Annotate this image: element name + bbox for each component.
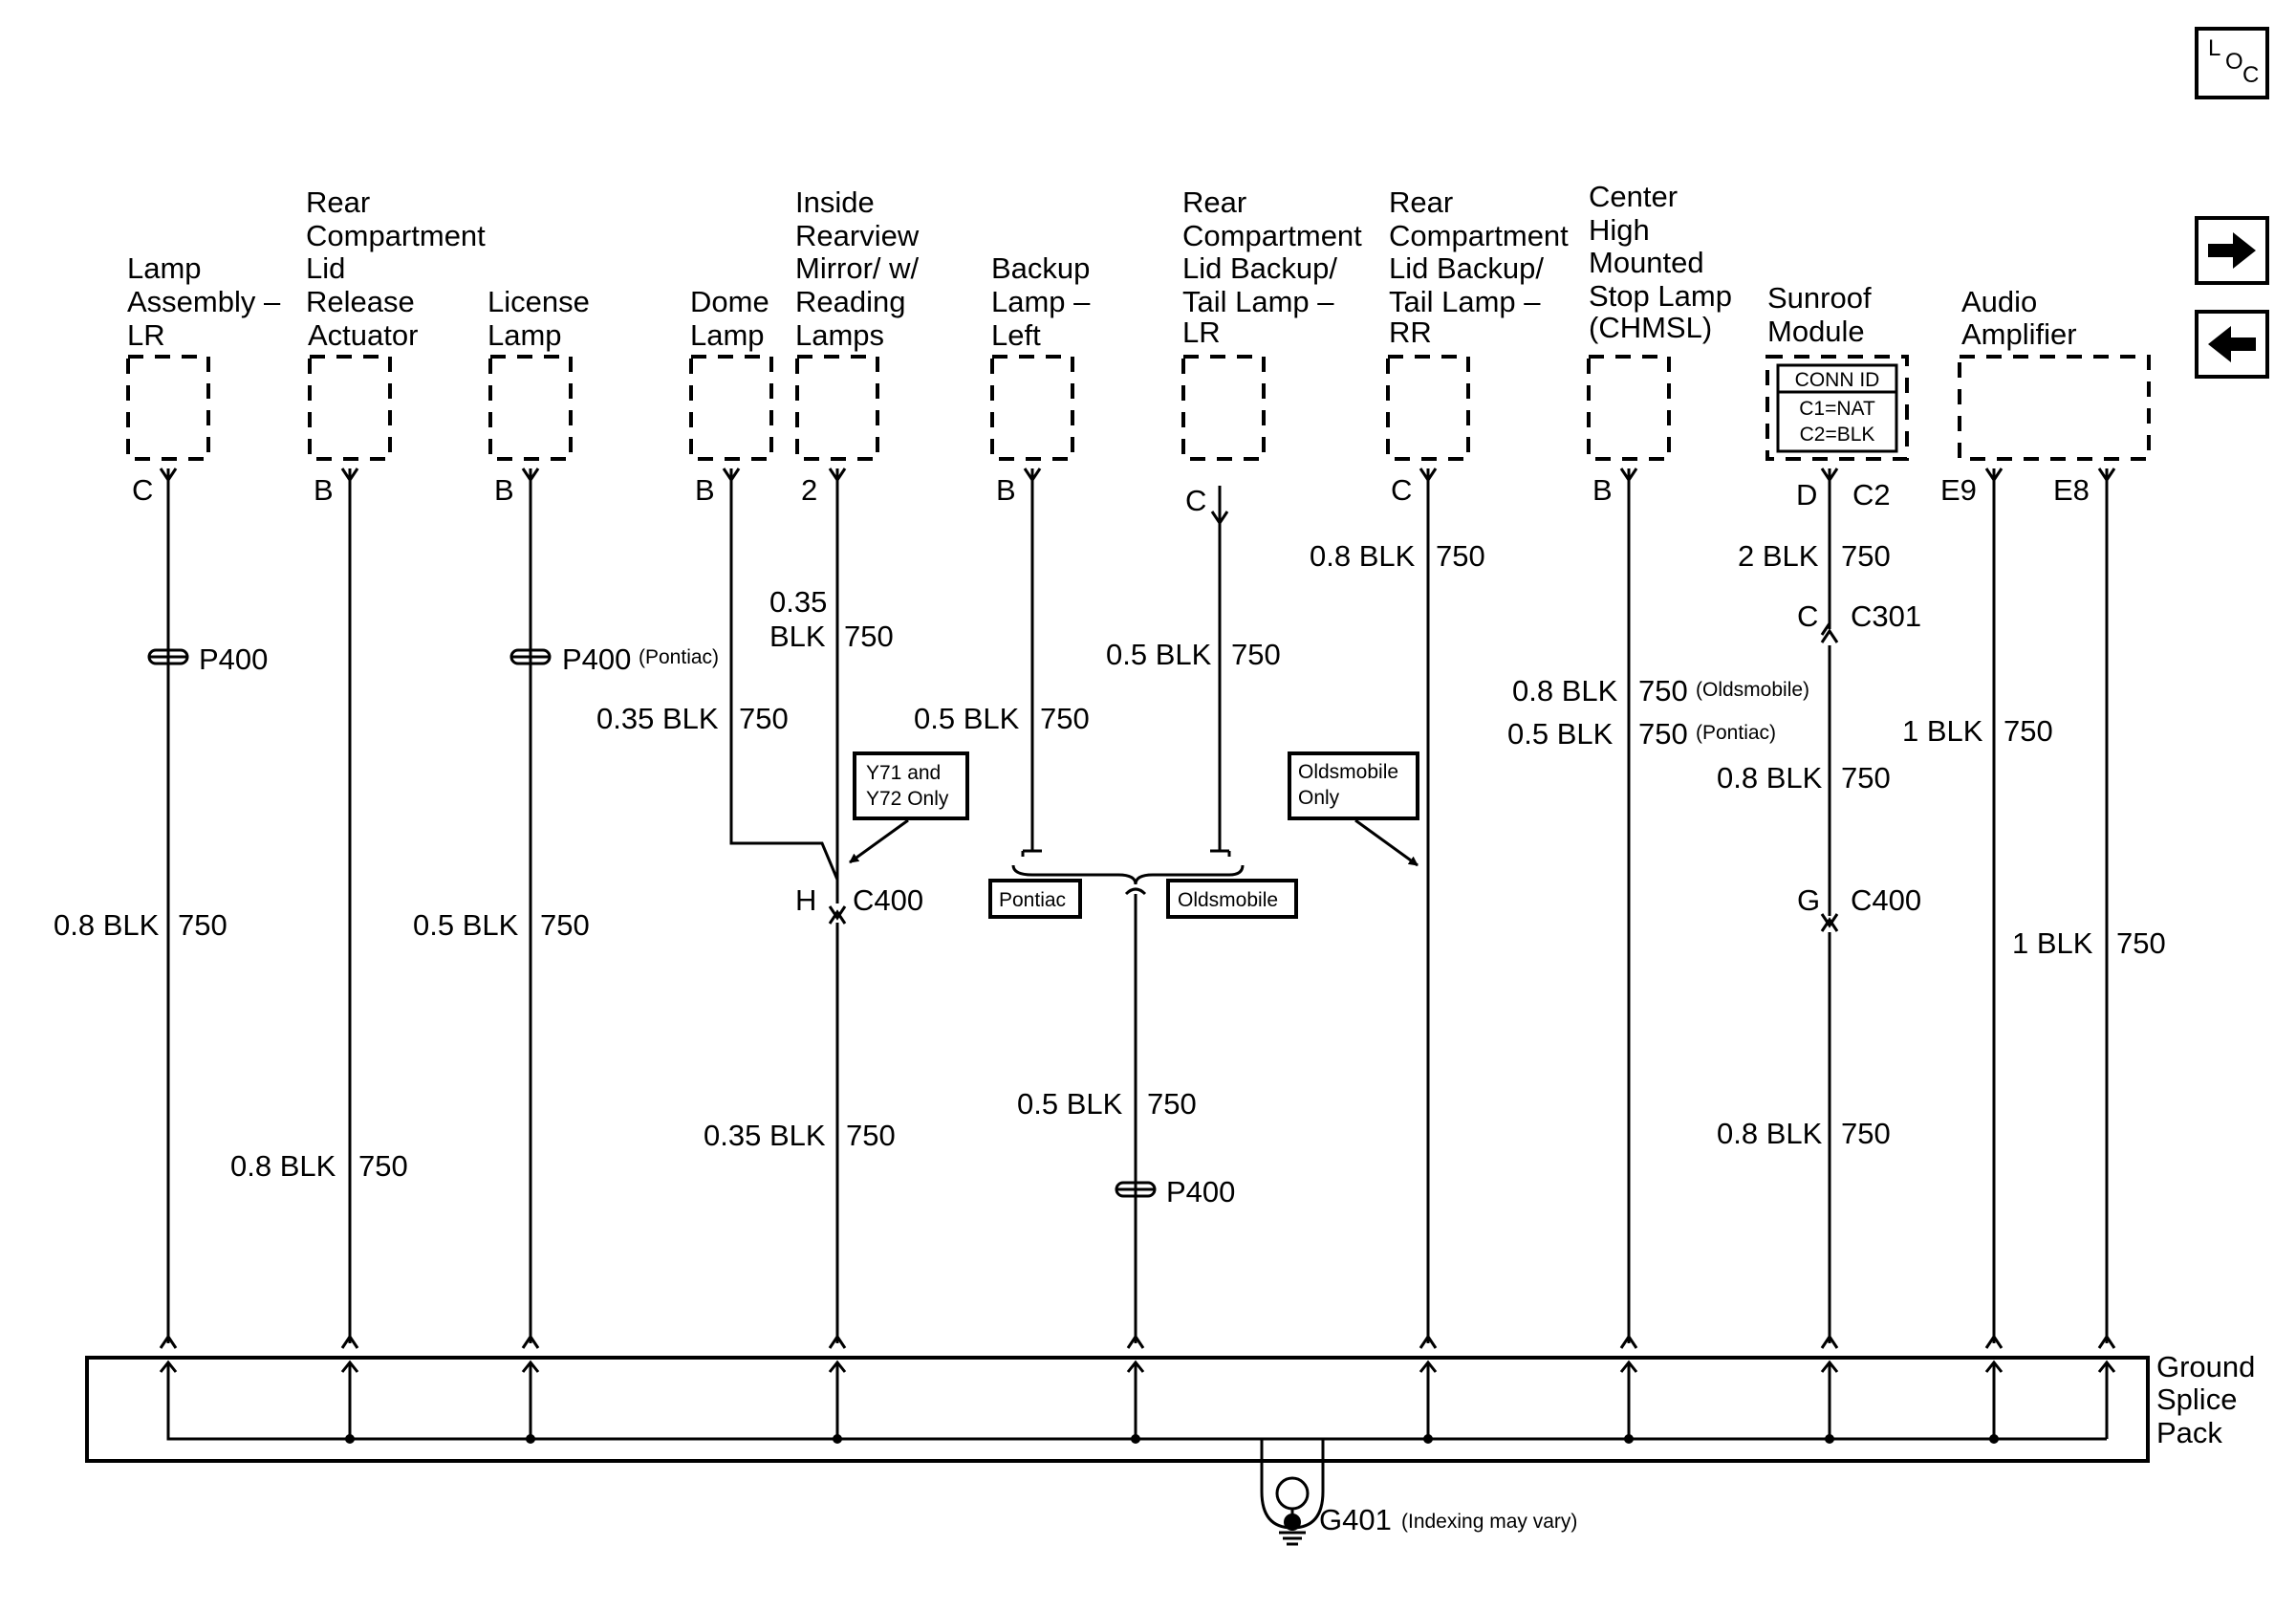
- svg-text:Only: Only: [1298, 787, 1340, 809]
- svg-text:Y72 Only: Y72 Only: [866, 788, 949, 810]
- wire-label-lamp-lr: 0.8 BLK 750: [54, 908, 227, 942]
- conn-id-box: CONN ID C1=NAT C2=BLK: [1776, 363, 1898, 453]
- note-oldsmobile: Oldsmobile: [1166, 879, 1298, 919]
- pin-tail-lr: C: [1185, 484, 1206, 517]
- component-box-mirror: [795, 355, 879, 461]
- pin-audio-e9: E9: [1940, 473, 1977, 507]
- prev-page-button[interactable]: [2195, 310, 2269, 379]
- conn-id-c1: C1=NAT: [1799, 398, 1875, 420]
- label-audio-amplifier: Audio Amplifier: [1961, 285, 2077, 351]
- note-pontiac: Pontiac: [988, 879, 1082, 919]
- svg-text:C: C: [2242, 62, 2259, 88]
- component-box-chmsl: [1587, 355, 1671, 461]
- pin-chmsl: B: [1592, 473, 1613, 507]
- p400-label-a: P400: [199, 642, 268, 676]
- wire-label-sunroof-low: 0.8 BLK 750: [1717, 1117, 1891, 1150]
- p400-note-b: (Pontiac): [639, 646, 719, 668]
- pin-dome: B: [695, 473, 715, 507]
- wire-label-license: 0.5 BLK 750: [413, 908, 590, 942]
- conn-id-title: CONN ID: [1795, 369, 1880, 391]
- p400-label-c: P400: [1166, 1175, 1235, 1208]
- p400-symbol-c: [1115, 1181, 1157, 1198]
- pin-backup: B: [996, 473, 1016, 507]
- wire-label-backup: 0.5 BLK 750: [914, 702, 1090, 735]
- label-lid-tail-rr: Rear Compartment Lid Backup/ Tail Lamp –…: [1389, 185, 1576, 349]
- pin-sunroof-c2: C2: [1852, 478, 1891, 512]
- pin-license: B: [494, 473, 514, 507]
- wire-label-chmsl-pont: 0.5 BLK 750 (Pontiac): [1507, 717, 1776, 751]
- label-license-lamp: License Lamp: [487, 285, 597, 352]
- p400-symbol-b: [509, 648, 552, 665]
- component-box-dome: [689, 355, 773, 461]
- arrow-left-icon: [2208, 326, 2256, 362]
- ground-splice-pack: [85, 1356, 2150, 1463]
- wire-label-tail-rr: 0.8 BLK 750: [1310, 539, 1485, 573]
- label-lamp-assembly-lr: Lamp Assembly – LR: [127, 251, 289, 352]
- pin-audio-e8: E8: [2053, 473, 2090, 507]
- conn-id-c2: C2=BLK: [1800, 424, 1875, 446]
- label-ground-splice-pack: Ground Splice Pack: [2156, 1350, 2264, 1449]
- label-backup-lamp-left: Backup Lamp – Left: [991, 251, 1098, 352]
- ground-label-g401: G401: [1319, 1503, 1392, 1536]
- component-box-sunroof: [1765, 355, 1909, 461]
- c301-label: C301: [1851, 599, 1921, 633]
- component-box-backup: [990, 355, 1074, 461]
- ground-g401-icon: [1260, 1439, 1325, 1546]
- p400-label-b: P400: [562, 642, 631, 676]
- note-oldsmobile-only: Oldsmobile Only: [1288, 751, 1419, 867]
- wire-label-audio-e9: 1 BLK 750: [1902, 714, 2053, 748]
- pin-actuator: B: [314, 473, 334, 507]
- next-page-button[interactable]: [2195, 216, 2269, 285]
- component-box-tail-lr: [1181, 355, 1266, 461]
- arrow-right-icon: [2208, 232, 2256, 269]
- wire-label-actuator: 0.8 BLK 750: [230, 1149, 408, 1183]
- svg-text:Y71 and: Y71 and: [866, 762, 941, 784]
- label-inside-mirror: Inside Rearview Mirror/ w/ Reading Lamps: [795, 185, 927, 352]
- c301-pin: C: [1797, 599, 1818, 633]
- wire-label-mirror-lower: 0.35 BLK 750: [704, 1119, 896, 1152]
- label-chmsl: Center High Mounted Stop Lamp (CHMSL): [1589, 180, 1741, 344]
- pin-sunroof-d: D: [1796, 478, 1817, 512]
- pin-lamp-lr: C: [132, 473, 153, 507]
- wire-label-chmsl-olds: 0.8 BLK 750 (Oldsmobile): [1512, 674, 1809, 708]
- label-rear-lid-actuator: Rear Compartment Lid Release Actuator: [306, 185, 493, 352]
- svg-text:Oldsmobile: Oldsmobile: [1178, 889, 1278, 911]
- component-box-audio: [1958, 355, 2151, 461]
- component-box-tail-rr: [1386, 355, 1470, 461]
- wire-label-dome: 0.35 BLK 750: [596, 702, 789, 735]
- wire-label-sunroof-mid: 0.8 BLK 750: [1717, 761, 1891, 795]
- p400-symbol-a: [147, 648, 189, 665]
- svg-text:Pontiac: Pontiac: [999, 889, 1066, 911]
- component-box-license: [488, 355, 573, 461]
- label-lid-tail-lr: Rear Compartment Lid Backup/ Tail Lamp –…: [1182, 185, 1370, 349]
- component-box-actuator: [308, 355, 392, 461]
- label-sunroof-module: Sunroof Module: [1767, 281, 1879, 348]
- wire-label-audio-e8: 1 BLK 750: [2012, 926, 2166, 960]
- loc-button[interactable]: L O C: [2195, 27, 2269, 99]
- ground-note: (Indexing may vary): [1401, 1511, 1577, 1533]
- c400-label-a: C400: [853, 883, 923, 917]
- pin-tail-rr: C: [1391, 473, 1412, 507]
- c400-pin-h: H: [795, 883, 816, 917]
- component-box-lamp-lr: [126, 355, 210, 461]
- svg-text:O: O: [2225, 49, 2243, 75]
- wire-label-sunroof-top: 2 BLK 750: [1738, 539, 1891, 573]
- wire-label-tail-lr: 0.5 BLK 750: [1106, 638, 1281, 671]
- label-dome-lamp: Dome Lamp: [690, 285, 777, 352]
- c400-pin-g: G: [1797, 883, 1820, 917]
- svg-text:Oldsmobile: Oldsmobile: [1298, 761, 1398, 783]
- c400-label-b: C400: [1851, 883, 1921, 917]
- wire-label-mirror-upper: 0.35 BLK 750: [769, 585, 894, 653]
- wires: [159, 468, 2116, 1349]
- pin-mirror: 2: [801, 473, 817, 507]
- note-y71-y72: Y71 and Y72 Only: [849, 751, 969, 864]
- wire-label-merged: 0.5 BLK 750: [1017, 1087, 1197, 1121]
- svg-text:L: L: [2208, 35, 2220, 61]
